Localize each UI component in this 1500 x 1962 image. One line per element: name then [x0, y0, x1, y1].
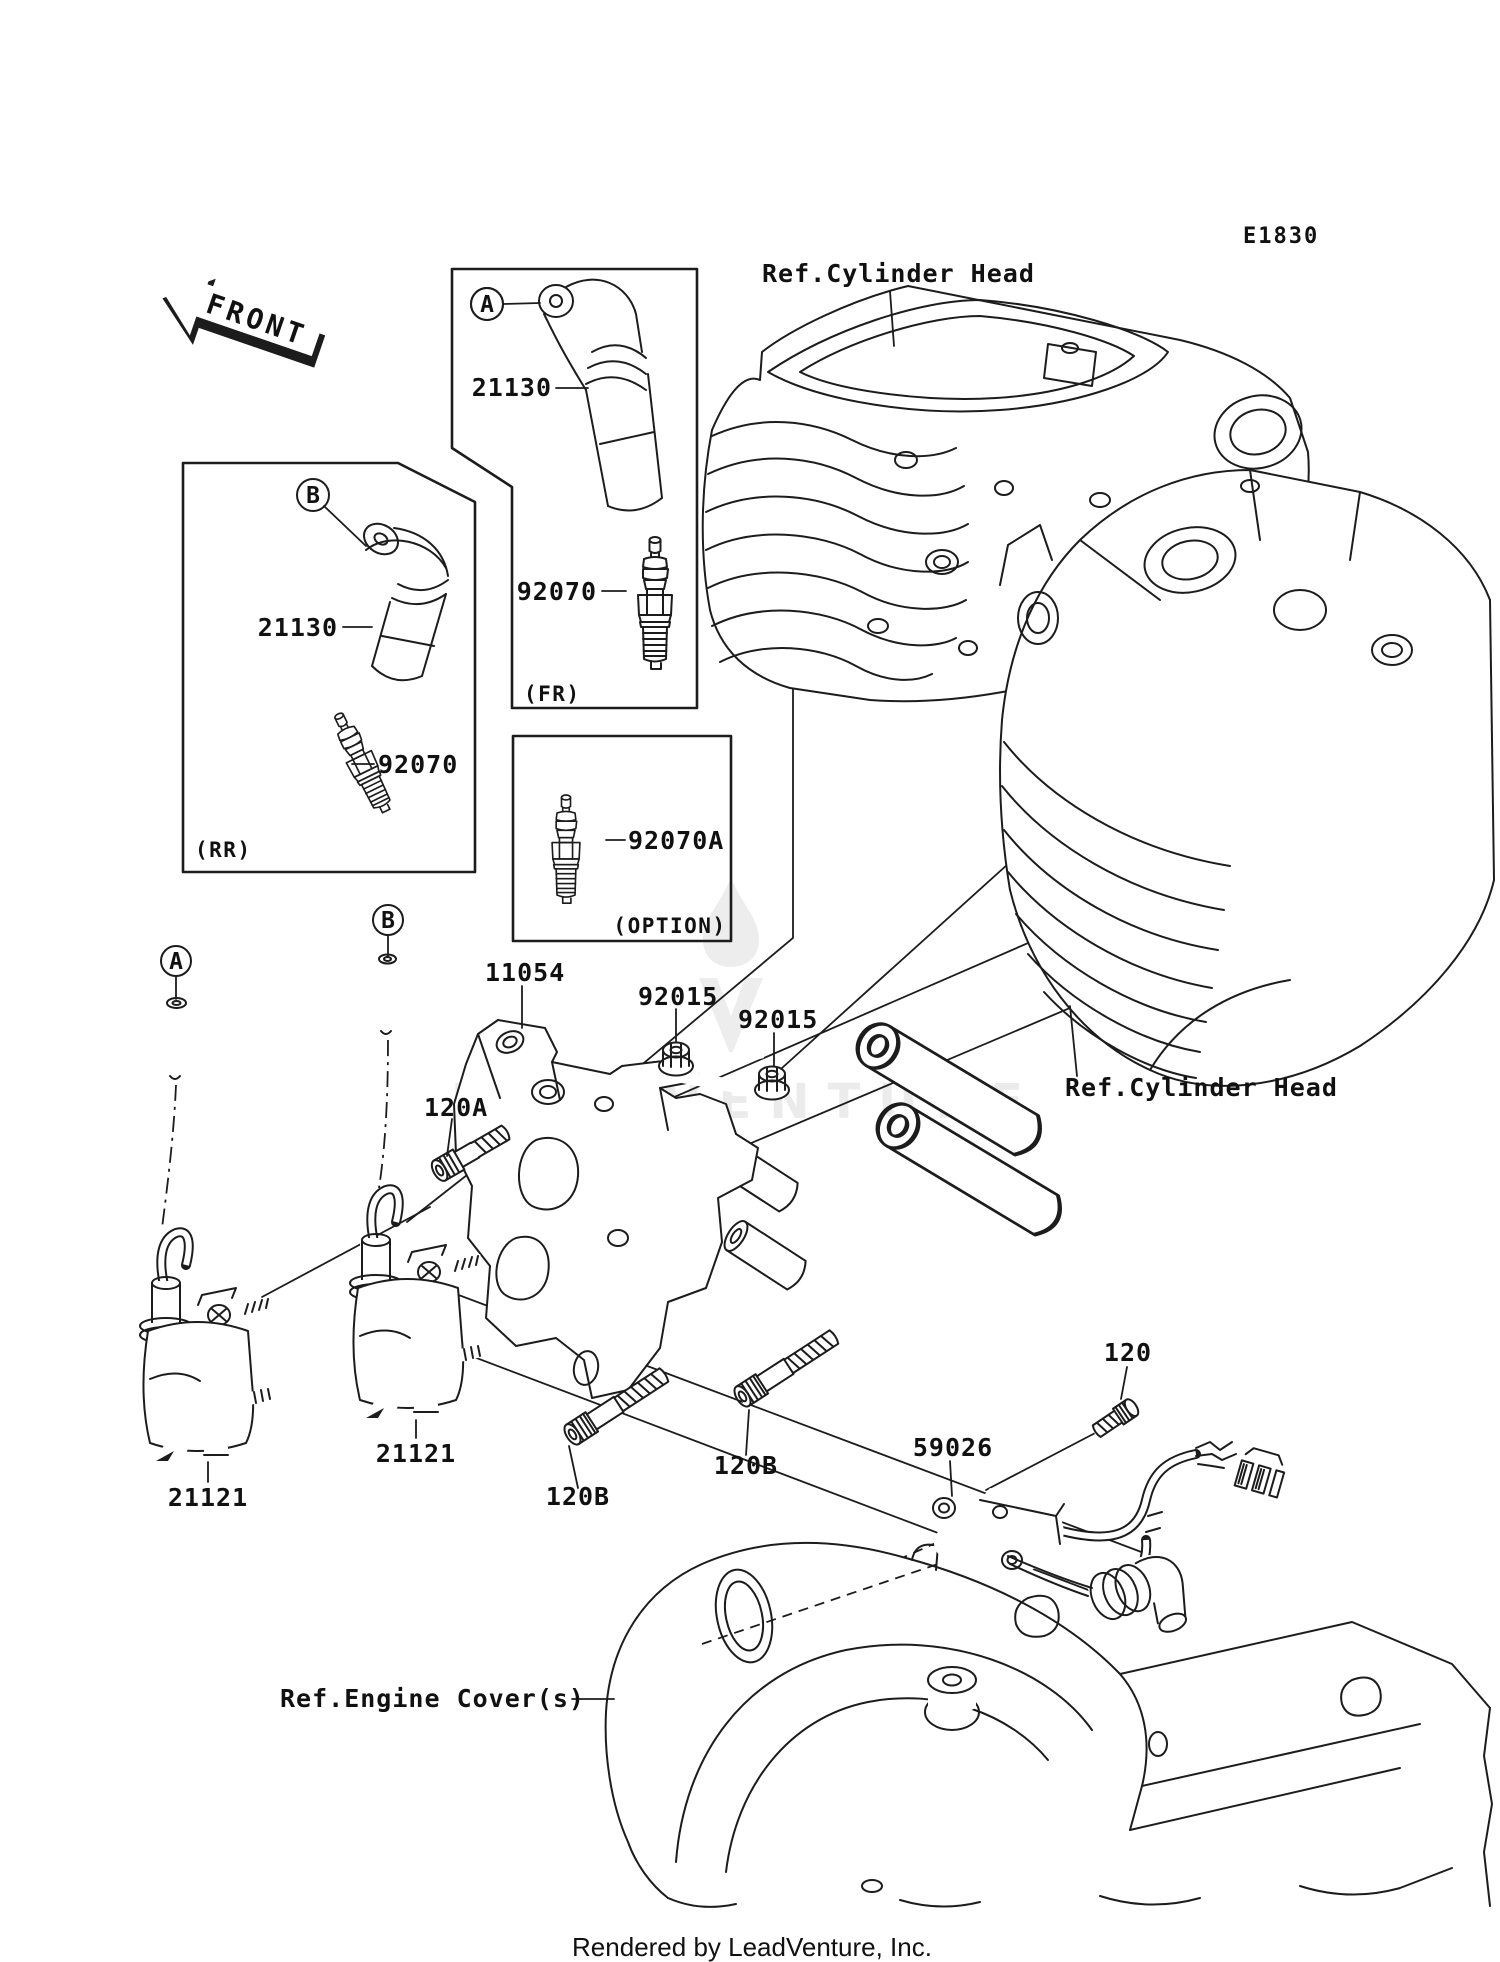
part-label-21130-fr: 21130 [472, 373, 552, 402]
bolt-120-drawing [1087, 1395, 1143, 1443]
callout-b-coil-label: B [381, 908, 395, 934]
rear-cylinder-head-drawing [999, 469, 1495, 1087]
part-label-120b-2: 120B [714, 1451, 778, 1480]
ref-cylinder-head-right-label: Ref.Cylinder Head [1065, 1073, 1338, 1102]
spark-plug-option-drawing [551, 794, 581, 908]
part-label-92015-1: 92015 [638, 982, 718, 1011]
coil-b-assembly: B [350, 904, 486, 1420]
part-label-120b-1: 120B [546, 1482, 610, 1511]
spark-plug-fr-drawing [637, 536, 673, 674]
fr-box-label: (FR) [524, 682, 581, 706]
nut-92015-1-drawing [658, 1041, 694, 1077]
callout-a-frbox-label: A [480, 292, 494, 318]
part-label-21121-a: 21121 [168, 1483, 248, 1512]
diagram-code: E1830 [1243, 224, 1319, 249]
part-label-92070a: 92070A [628, 826, 724, 855]
fr-box [450, 267, 699, 710]
ref-engine-cover-label: Ref.Engine Cover(s) [280, 1684, 585, 1713]
part-label-92070-rr: 92070 [378, 750, 458, 779]
callout-b-rrbox-label: B [306, 483, 320, 509]
rr-box [181, 461, 477, 874]
part-label-92015-2: 92015 [738, 1005, 818, 1034]
front-direction-arrow: FRONT [160, 267, 326, 368]
coil-a-assembly: A [140, 945, 276, 1463]
part-label-120a: 120A [424, 1093, 488, 1122]
pickup-coil-59026-drawing [924, 1441, 1290, 1633]
bolt-120b-2-drawing [729, 1324, 844, 1411]
callout-b-rrbox: B [296, 478, 367, 547]
callout-a-coil-label: A [169, 949, 183, 975]
watermark-flame-icon [699, 878, 763, 1056]
part-label-11054: 11054 [485, 958, 565, 987]
nut-92015-2-drawing [754, 1065, 790, 1101]
footer-credit: Rendered by LeadVenture, Inc. [572, 1932, 932, 1962]
part-label-21121-b: 21121 [376, 1439, 456, 1468]
stick-coil-rr-drawing [363, 522, 449, 682]
ref-cylinder-head-top-label: Ref.Cylinder Head [762, 259, 1035, 288]
rr-box-label: (RR) [195, 838, 252, 862]
part-label-120: 120 [1104, 1338, 1152, 1367]
stick-coil-fr-drawing [538, 276, 663, 513]
callout-a-frbox: A [470, 287, 541, 321]
option-box-label: (OPTION) [613, 914, 726, 938]
engine-cover-drawing [604, 1541, 1493, 1908]
part-label-59026: 59026 [913, 1433, 993, 1462]
option-box [511, 734, 733, 943]
part-label-21130-rr: 21130 [258, 613, 338, 642]
leader-lines [207, 290, 1128, 1700]
bracket-11054-drawing [453, 1019, 764, 1399]
part-label-92070-fr: 92070 [517, 577, 597, 606]
